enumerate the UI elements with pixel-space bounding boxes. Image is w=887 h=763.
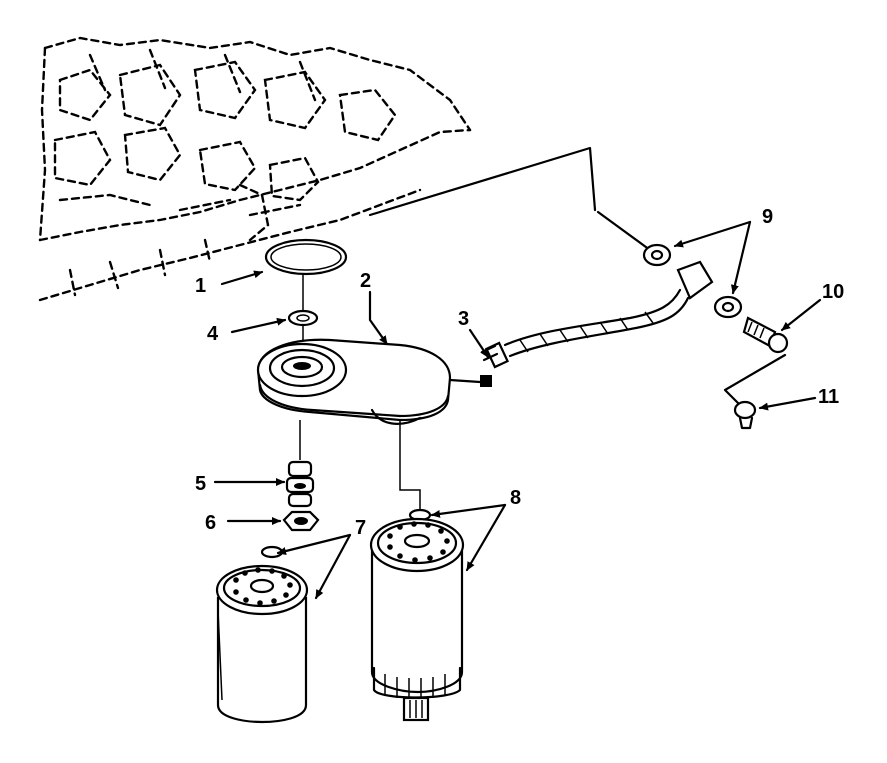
callout-2: 2 <box>360 270 371 292</box>
seal-small <box>287 309 319 327</box>
callout-7: 7 <box>355 517 366 539</box>
callout-8: 8 <box>510 487 521 509</box>
banjo-bolt <box>742 316 789 354</box>
callout-10: 10 <box>822 281 844 303</box>
callout-leaders <box>213 220 822 600</box>
callout-6: 6 <box>205 512 216 534</box>
screw <box>733 400 757 430</box>
callout-11: 11 <box>818 386 839 408</box>
fuel-filter-left <box>215 545 309 724</box>
fuel-fitting <box>448 341 510 387</box>
filter-head <box>256 338 452 425</box>
engine-block-phantom <box>38 36 472 302</box>
o-ring-large <box>264 238 348 276</box>
washer-lower <box>713 295 743 319</box>
fuel-filter-right <box>369 508 465 722</box>
callout-4: 4 <box>207 323 219 345</box>
callout-3: 3 <box>458 308 469 330</box>
callout-9: 9 <box>762 206 773 228</box>
washer-upper <box>642 243 672 267</box>
hex-nut <box>282 510 320 532</box>
fuel-line <box>503 260 714 358</box>
nipple-fitting <box>285 460 315 508</box>
callout-1: 1 <box>195 275 206 297</box>
callout-5: 5 <box>195 473 206 495</box>
